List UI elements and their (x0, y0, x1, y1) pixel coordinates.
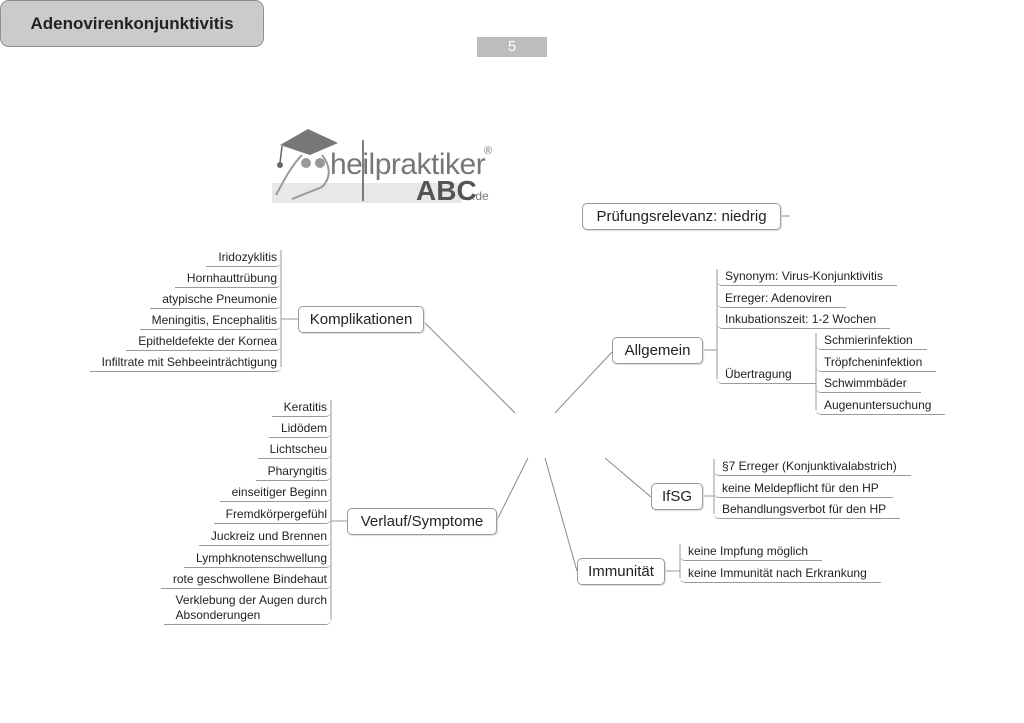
leaf-item[interactable]: Synonym: Virus-Konjunktivitis (717, 269, 897, 286)
central-topic[interactable]: Adenovirenkonjunktivitis (0, 0, 264, 47)
leaf-item[interactable]: Schwimmbäder (816, 376, 921, 393)
leaf-item[interactable]: Schmierinfektion (816, 333, 927, 350)
branch-ifsg[interactable]: IfSG (651, 483, 703, 510)
leaf-item[interactable]: keine Immunität nach Erkrankung (680, 566, 881, 583)
leaf-item[interactable]: Meningitis, Encephalitis (139, 313, 281, 330)
page-number: 5 (477, 37, 547, 57)
leaf-item[interactable]: Iridozyklitis (206, 250, 281, 267)
leaf-item[interactable]: Behandlungsverbot für den HP (714, 502, 901, 519)
leaf-item[interactable]: keine Impfung möglich (680, 544, 823, 561)
leaf-item[interactable]: Lymphknotenschwellung (184, 551, 331, 568)
leaf-item[interactable]: einseitiger Beginn (219, 485, 331, 502)
branch-komplikationen[interactable]: Komplikationen (298, 306, 424, 333)
logo-text: heilpraktiker (330, 148, 486, 181)
leaf-item[interactable]: Pharyngitis (255, 464, 331, 481)
leaf-item[interactable]: §7 Erreger (Konjunktivalabstrich) (714, 459, 911, 476)
leaf-item[interactable]: Übertragung (717, 367, 816, 384)
leaf-item[interactable]: Verklebung der Augen durch Absonderungen (163, 593, 331, 625)
leaf-item[interactable]: Inkubationszeit: 1-2 Wochen (717, 312, 891, 329)
leaf-item[interactable]: Epitheldefekte der Kornea (126, 334, 281, 351)
leaf-item[interactable]: Infiltrate mit Sehbeeinträchtigung (89, 355, 281, 372)
branch-verlauf[interactable]: Verlauf/Symptome (347, 508, 497, 535)
leaf-item[interactable]: Lidödem (268, 421, 331, 438)
registered-mark: ® (484, 145, 493, 157)
leaf-item[interactable]: Keratitis (271, 400, 331, 417)
leaf-item[interactable]: atypische Pneumonie (150, 292, 281, 309)
leaf-item[interactable]: Augenuntersuchung (816, 398, 946, 415)
leaf-item[interactable]: Lichtscheu (257, 442, 331, 459)
branch-allgemein[interactable]: Allgemein (612, 337, 703, 364)
owl-graduate-icon (272, 129, 462, 203)
logo-domain: .de (472, 189, 489, 203)
logo-abc: ABC (416, 175, 477, 206)
leaf-item[interactable]: Fremdkörpergefühl (213, 507, 331, 524)
leaf-item[interactable]: Hornhauttrübung (174, 271, 281, 288)
leaf-item[interactable]: Juckreiz und Brennen (198, 529, 331, 546)
branch-immunitaet[interactable]: Immunität (577, 558, 665, 585)
leaf-item[interactable]: Tröpfcheninfektion (816, 355, 937, 372)
leaf-item[interactable]: rote geschwollene Bindehaut (160, 572, 331, 589)
leaf-item[interactable]: keine Meldepflicht für den HP (714, 481, 893, 498)
leaf-item[interactable]: Erreger: Adenoviren (717, 291, 846, 308)
logo: heilpraktiker ® ABC .de (272, 125, 502, 207)
relevance-node[interactable]: Prüfungsrelevanz: niedrig (582, 203, 781, 230)
